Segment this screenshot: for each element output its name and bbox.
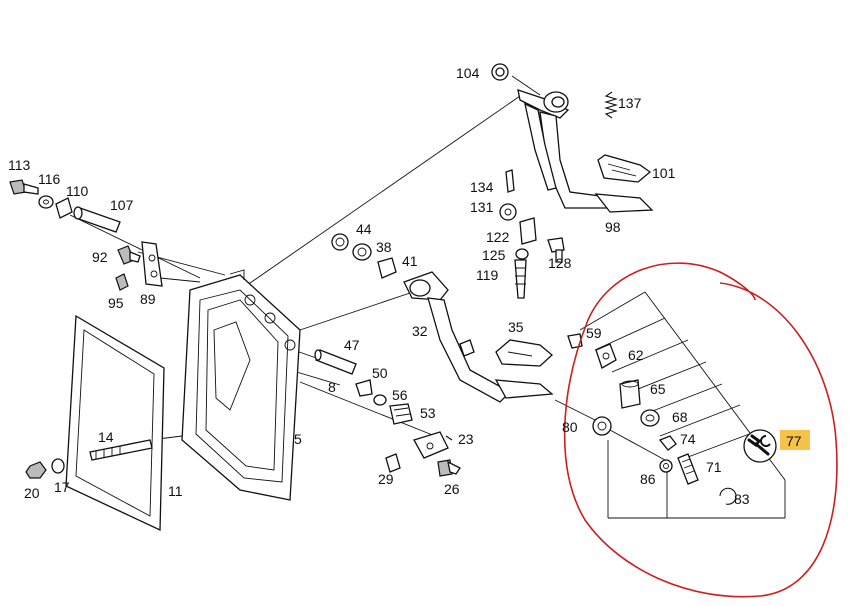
pin-47 <box>314 349 357 375</box>
label-26: 26 <box>444 481 460 497</box>
pedal-pad-35 <box>495 339 553 367</box>
label-122: 122 <box>486 229 510 245</box>
bushing-104 <box>491 63 509 81</box>
label-44: 44 <box>356 221 372 237</box>
label-35: 35 <box>508 319 524 335</box>
label-92: 92 <box>92 249 108 265</box>
label-128: 128 <box>548 255 572 271</box>
highlight-77 <box>780 430 810 450</box>
washer-116 <box>38 195 54 209</box>
part-71 <box>677 453 699 485</box>
label-38: 38 <box>376 239 392 255</box>
bushing-38 <box>352 243 372 261</box>
washer-17 <box>51 458 65 474</box>
label-20: 20 <box>24 485 40 501</box>
bracket-89 <box>141 241 163 287</box>
label-68: 68 <box>672 409 688 425</box>
bolt-53 <box>389 403 413 425</box>
washer-56 <box>373 394 387 406</box>
detail-guide-lines <box>579 291 786 519</box>
bracket-23 <box>413 431 453 459</box>
part-labels: 104 137 101 98 134 131 122 125 128 119 1… <box>8 65 802 507</box>
part-83 <box>719 487 737 505</box>
label-116: 116 <box>38 171 61 187</box>
label-50: 50 <box>372 365 388 381</box>
pedal-pad-101 <box>597 154 652 183</box>
label-14: 14 <box>98 429 114 445</box>
brake-pedal-98 <box>517 89 654 213</box>
label-65: 65 <box>650 381 666 397</box>
label-62: 62 <box>628 347 644 363</box>
clip-50 <box>355 379 373 397</box>
nut-20 <box>25 461 47 479</box>
bracket-110 <box>55 197 73 219</box>
pin-107 <box>73 206 121 233</box>
label-74: 74 <box>680 431 696 447</box>
label-71: 71 <box>706 459 722 475</box>
switch-cluster <box>499 169 565 299</box>
label-59: 59 <box>586 325 602 341</box>
bushing-41 <box>377 257 397 279</box>
label-77: 77 <box>786 433 802 449</box>
label-11: 11 <box>168 483 183 499</box>
stud-pedal <box>459 339 475 357</box>
label-47: 47 <box>344 337 360 353</box>
label-137: 137 <box>618 95 642 111</box>
label-56: 56 <box>392 387 408 403</box>
part-74 <box>658 435 677 451</box>
label-5: 5 <box>294 431 302 447</box>
bolt-113 <box>9 179 39 195</box>
label-107: 107 <box>110 197 134 213</box>
bushing-44 <box>331 233 349 251</box>
label-98: 98 <box>605 219 621 235</box>
bolt-92 <box>117 245 141 265</box>
label-23: 23 <box>458 431 474 447</box>
label-134: 134 <box>470 179 494 195</box>
label-53: 53 <box>420 405 436 421</box>
annotation-circle <box>563 262 838 598</box>
label-110: 110 <box>66 183 89 199</box>
part-62 <box>595 343 617 369</box>
pedal-bracket-housing-5 <box>181 269 301 501</box>
label-80: 80 <box>562 419 578 435</box>
part-80 <box>592 416 612 436</box>
label-83: 83 <box>734 491 750 507</box>
bolt-26 <box>437 459 461 477</box>
label-119: 119 <box>476 267 499 283</box>
part-68 <box>640 409 660 427</box>
label-32: 32 <box>412 323 428 339</box>
clutch-pedal-32 <box>403 271 554 403</box>
part-65 <box>619 379 641 409</box>
label-95: 95 <box>108 295 124 311</box>
label-101: 101 <box>652 165 676 181</box>
wrench-icon <box>743 429 777 463</box>
label-125: 125 <box>482 247 506 263</box>
spring-137 <box>604 91 618 119</box>
label-89: 89 <box>140 291 156 307</box>
label-8: 8 <box>328 379 336 395</box>
bolt-95 <box>115 273 129 291</box>
stud-14 <box>89 439 153 461</box>
bolt-29 <box>385 453 401 473</box>
leader-lines <box>69 75 666 461</box>
label-41: 41 <box>402 253 418 269</box>
label-29: 29 <box>378 471 394 487</box>
label-104: 104 <box>456 65 480 81</box>
label-131: 131 <box>470 199 494 215</box>
label-86: 86 <box>640 471 656 487</box>
part-86 <box>659 459 673 473</box>
gasket-11 <box>65 314 165 532</box>
label-113: 113 <box>8 157 31 173</box>
label-17: 17 <box>54 479 70 495</box>
